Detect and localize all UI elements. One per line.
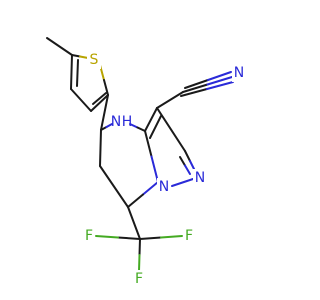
bond-cf3-f2-a xyxy=(139,236,162,240)
atom-pyrazole-nitrogen: N xyxy=(195,170,205,186)
bond-methyl xyxy=(46,37,73,56)
atom-fluorine-left: F xyxy=(85,228,93,244)
atom-nitrile-nitrogen: N xyxy=(234,65,244,81)
bond-c3-c2-inner xyxy=(92,92,107,105)
atom-ring-nitrogen: N xyxy=(111,114,121,130)
bond-cf3-f1-b xyxy=(95,235,119,239)
bond-c2p-np-a xyxy=(184,150,191,162)
bond-c5-c6 xyxy=(99,129,102,167)
bond-c5-c4 xyxy=(70,54,73,90)
bond-c2p-np-inner-a xyxy=(179,156,186,167)
bond-c5-s-a xyxy=(71,54,81,58)
bond-cf3-f1-a xyxy=(117,236,141,240)
bond-c6-c7 xyxy=(99,165,129,208)
molecule-structure: S N N H N N F F F xyxy=(46,37,246,288)
bond-cn-triple-1-a xyxy=(182,83,209,93)
bond-cn-triple-1-b xyxy=(206,76,233,86)
atom-labels: S N N H N N F F F xyxy=(83,51,246,288)
bond-c3-c2 xyxy=(90,94,109,112)
bond-cn-triple-2-b xyxy=(207,71,232,81)
atom-bridge-nitrogen: N xyxy=(159,179,169,195)
bond-cn-triple-3-a xyxy=(180,88,208,97)
bond-c5-s-b xyxy=(79,55,89,59)
atom-fluorine-bottom: F xyxy=(135,271,143,287)
bond-c2p-np-inner-b xyxy=(184,164,191,175)
bond-cf3-f3-a xyxy=(138,238,141,256)
bond-cn-triple-2-a xyxy=(184,79,209,89)
bond-c3-c2p xyxy=(156,107,186,152)
bond-cn-triple-3-b xyxy=(206,81,234,90)
atom-sulfur: S xyxy=(90,52,99,68)
molecule-canvas: S N N H N N F F F xyxy=(46,37,246,288)
bond-c7-cf3 xyxy=(127,206,141,240)
bond-c5-nh-b xyxy=(105,123,113,128)
bond-c3a-nb-b xyxy=(150,155,159,183)
bond-c2-c5ring xyxy=(100,94,109,131)
bond-cf3-f2-b xyxy=(160,235,183,239)
bond-s-c2-b xyxy=(103,79,109,96)
bond-c3a-c3-inner xyxy=(149,115,162,139)
bond-c5-nh-a xyxy=(100,126,108,131)
bond-c3-cn xyxy=(156,91,184,109)
bond-nb-c7-b xyxy=(127,193,144,208)
bond-nh-c3a-a xyxy=(129,123,139,129)
bond-layer xyxy=(46,37,234,272)
bond-c3a-c3 xyxy=(144,107,158,132)
atom-ring-hydrogen: H xyxy=(122,114,133,130)
bond-nb-c7-a xyxy=(142,181,159,196)
atom-fluorine-right: F xyxy=(185,228,193,244)
bond-np-nb xyxy=(171,178,194,187)
bond-nh-c3a-b xyxy=(136,126,146,132)
bond-c3a-nb-a xyxy=(144,130,153,158)
bond-c5-c4-inner xyxy=(76,59,79,87)
bond-cf3-f3-b xyxy=(138,254,141,272)
bond-c4-c3 xyxy=(70,88,92,112)
